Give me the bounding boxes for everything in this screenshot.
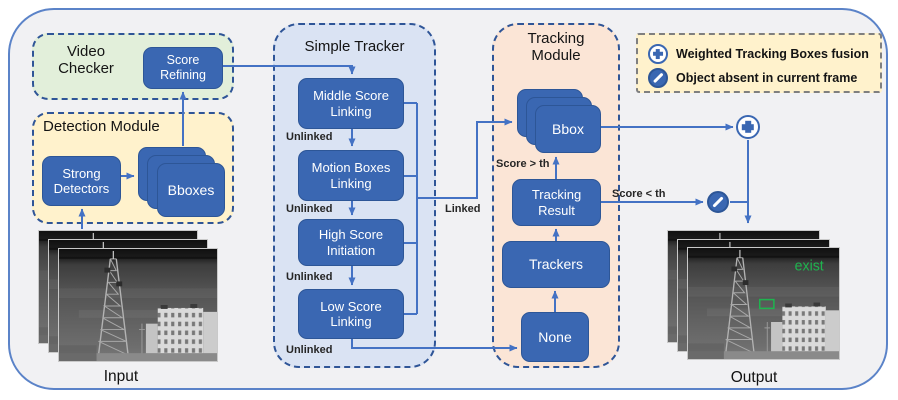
target-bbox-annotation <box>758 298 775 310</box>
legend-box: Weighted Tracking Boxes fusion Object ab… <box>636 33 882 93</box>
unlinked-label-2: Unlinked <box>286 203 333 215</box>
score-refining-box: Score Refining <box>143 47 223 89</box>
fusion-plus-icon <box>736 115 760 139</box>
bboxes-box: Bboxes <box>157 163 225 217</box>
simple-tracker-title: Simple Tracker <box>304 38 405 55</box>
exist-annotation: exist <box>795 258 824 274</box>
high-score-initiation-box: High Score Initiation <box>298 219 404 266</box>
middle-score-linking-box: Middle Score Linking <box>298 78 404 129</box>
legend-row-absent: Object absent in current frame <box>648 68 857 88</box>
linked-label: Linked <box>445 203 481 215</box>
trackers-box: Trackers <box>502 241 610 288</box>
strong-detectors-box: Strong Detectors <box>42 156 121 206</box>
video-checker-title: Video Checker <box>58 43 114 77</box>
score-above-th-label: Score > th <box>496 158 550 170</box>
bbox-box: Bbox <box>535 105 601 153</box>
low-score-linking-box: Low Score Linking <box>298 289 404 339</box>
motion-boxes-linking-box: Motion Boxes Linking <box>298 150 404 201</box>
fusion-plus-icon <box>648 44 668 64</box>
input-label: Input <box>103 368 139 385</box>
detection-module-title: Detection Module <box>43 118 160 135</box>
object-absent-icon <box>707 191 729 213</box>
legend-fusion-label: Weighted Tracking Boxes fusion <box>676 47 869 61</box>
score-below-th-label: Score < th <box>612 188 666 200</box>
output-label: Output <box>730 369 778 386</box>
none-box: None <box>521 312 589 362</box>
input-frame-front <box>58 248 218 362</box>
output-frame-front: exist <box>687 247 840 360</box>
tracking-module-title: Tracking Module <box>527 30 585 64</box>
unlinked-label-3: Unlinked <box>286 271 333 283</box>
legend-absent-label: Object absent in current frame <box>676 71 858 85</box>
legend-row-fusion: Weighted Tracking Boxes fusion <box>648 44 869 64</box>
object-absent-icon <box>648 68 668 88</box>
tracking-result-box: Tracking Result <box>512 179 601 226</box>
unlinked-label-4: Unlinked <box>286 344 333 356</box>
unlinked-label-1: Unlinked <box>286 131 333 143</box>
